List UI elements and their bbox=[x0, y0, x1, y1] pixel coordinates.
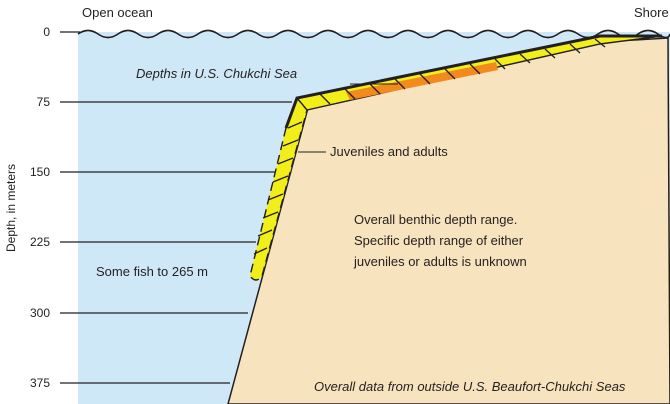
juveniles-adults-label: Juveniles and adults bbox=[330, 144, 448, 159]
tick-label-375: 375 bbox=[30, 376, 50, 390]
tick-label-300: 300 bbox=[30, 306, 50, 320]
chukchi-depths-label: Depths in U.S. Chukchi Sea bbox=[136, 66, 297, 81]
depth-axis: 0 75 150 225 300 375 Depth, in meters bbox=[4, 25, 50, 390]
benthic-range-line3: juveniles or adults is unknown bbox=[353, 254, 527, 269]
tick-label-0: 0 bbox=[43, 25, 50, 39]
shore-label: Shore bbox=[634, 5, 669, 20]
benthic-range-line2: Specific depth range of either bbox=[354, 233, 524, 248]
tick-label-225: 225 bbox=[30, 235, 50, 249]
tick-label-75: 75 bbox=[37, 95, 51, 109]
open-ocean-label: Open ocean bbox=[82, 5, 153, 20]
data-source-label: Overall data from outside U.S. Beaufort-… bbox=[314, 379, 626, 394]
tick-label-150: 150 bbox=[30, 165, 50, 179]
benthic-range-line1: Overall benthic depth range. bbox=[354, 212, 517, 227]
some-fish-label: Some fish to 265 m bbox=[96, 264, 208, 279]
depth-axis-title: Depth, in meters bbox=[4, 164, 18, 252]
